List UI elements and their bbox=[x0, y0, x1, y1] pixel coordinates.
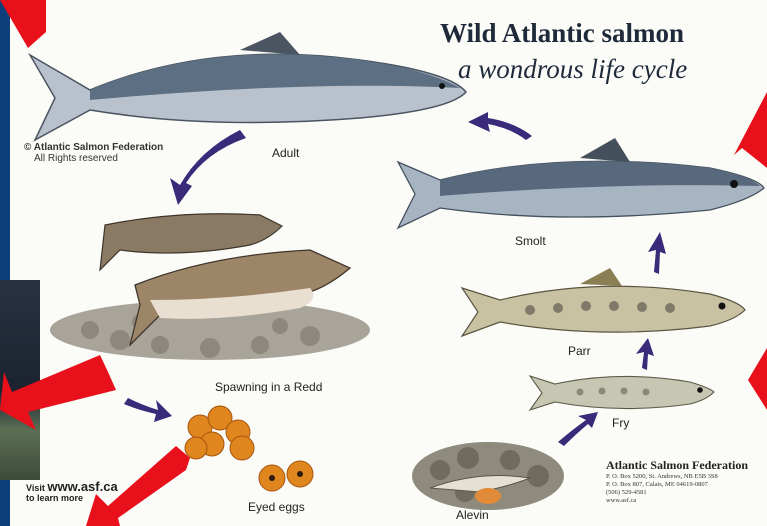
red-arrow-top-left bbox=[0, 0, 46, 48]
red-arrow-right-upper bbox=[734, 92, 767, 168]
red-arrow-left-middle bbox=[0, 355, 116, 430]
red-arrow-bottom bbox=[86, 446, 190, 526]
red-arrow-right-lower bbox=[748, 348, 767, 410]
